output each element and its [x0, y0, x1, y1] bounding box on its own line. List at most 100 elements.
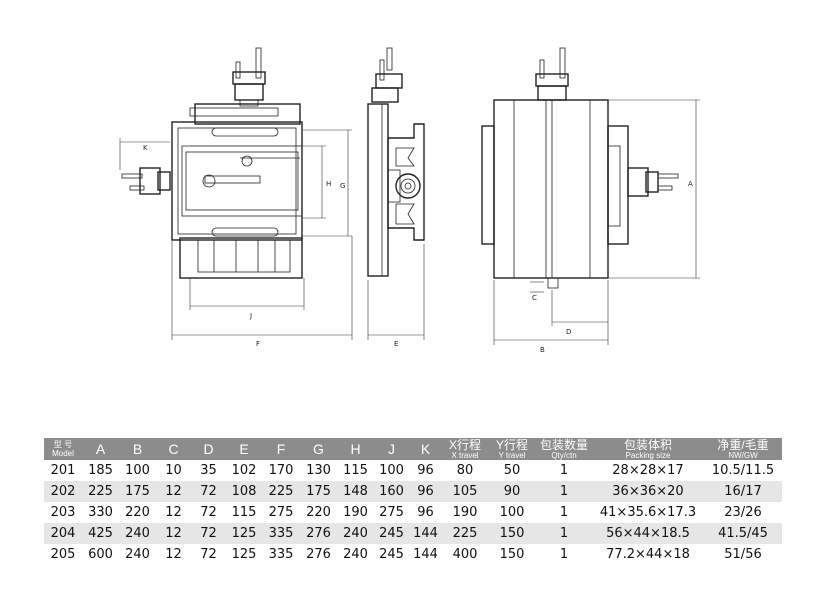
cell-j: 160 [374, 481, 409, 502]
cell-model: 204 [44, 523, 82, 544]
cell-b: 220 [125, 505, 150, 520]
cell-f: 170 [268, 463, 294, 478]
header-y-travel: Y行程 Y travel [488, 438, 536, 460]
cell-weight: 16/17 [704, 481, 782, 502]
dim-label-h: H [326, 180, 331, 188]
cell-b: 100 [125, 463, 150, 478]
cell-y-travel: 150 [499, 547, 525, 562]
cell-y-travel: 150 [488, 523, 536, 544]
cell-x-travel: 225 [442, 523, 488, 544]
header-h: H [337, 438, 374, 460]
cell-f: 275 [268, 505, 294, 520]
header-model: 型 号 Model [44, 438, 82, 460]
cell-qty: 1 [536, 523, 592, 544]
cell-model: 205 [50, 547, 76, 562]
cell-b: 240 [125, 547, 150, 562]
cell-model: 202 [44, 481, 82, 502]
header-packing-size: 包装体积 Packing size [592, 438, 704, 460]
cell-model: 203 [50, 505, 76, 520]
cell-qty: 1 [536, 481, 592, 502]
cell-b: 175 [119, 481, 156, 502]
cell-c: 12 [156, 481, 191, 502]
header-a: A [82, 438, 119, 460]
cell-h: 240 [337, 523, 374, 544]
cell-weight: 10.5/11.5 [711, 463, 775, 478]
header-c: C [156, 438, 191, 460]
cell-g: 175 [300, 481, 337, 502]
cell-weight: 23/26 [724, 505, 762, 520]
cell-d: 72 [200, 547, 217, 562]
cell-g: 220 [306, 505, 331, 520]
cell-y-travel: 90 [488, 481, 536, 502]
spec-table: 型 号 Model A B C D E F G H J K X行程 X trav… [44, 438, 782, 565]
cell-packing-size: 28×28×17 [612, 463, 684, 478]
header-k: K [409, 438, 442, 460]
cell-g: 276 [306, 547, 331, 562]
cell-d: 72 [191, 481, 226, 502]
dim-label-g: G [340, 182, 345, 190]
dim-label-d: D [566, 328, 571, 336]
dim-label-k: K [143, 144, 148, 152]
right-view: A C D B [481, 47, 700, 354]
header-e: E [226, 438, 262, 460]
header-weight: 净重/毛重 NW/GW [704, 438, 782, 460]
dim-label-c: C [532, 294, 537, 302]
cell-e: 115 [231, 505, 257, 520]
cell-a: 225 [82, 481, 119, 502]
cell-g: 276 [300, 523, 337, 544]
header-j: J [374, 438, 409, 460]
cell-k: 96 [417, 505, 434, 520]
dim-label-j: J [249, 312, 252, 320]
header-f: F [262, 438, 300, 460]
cell-b: 240 [119, 523, 156, 544]
technical-drawing: K H G J F E [119, 47, 700, 354]
cell-x-travel: 105 [442, 481, 488, 502]
cell-f: 225 [262, 481, 300, 502]
cell-e: 125 [231, 547, 257, 562]
cell-e: 125 [226, 523, 262, 544]
cell-packing-size: 41×35.6×17.3 [599, 505, 697, 520]
cell-j: 245 [379, 547, 404, 562]
cell-a: 330 [88, 505, 113, 520]
cell-y-travel: 50 [503, 463, 521, 478]
cell-e: 108 [226, 481, 262, 502]
cell-packing-size: 36×36×20 [592, 481, 704, 502]
cell-a: 185 [88, 463, 113, 478]
cell-f: 335 [268, 547, 294, 562]
cell-f: 335 [262, 523, 300, 544]
cell-k: 144 [413, 547, 438, 562]
cell-packing-size: 56×44×18.5 [592, 523, 704, 544]
side-view: E [367, 47, 425, 348]
cell-j: 100 [379, 463, 404, 478]
cell-qty: 1 [559, 463, 569, 478]
cell-c: 10 [165, 463, 182, 478]
cell-h: 240 [343, 547, 368, 562]
dim-label-e: E [394, 340, 398, 348]
cell-k: 144 [409, 523, 442, 544]
cell-c: 12 [165, 547, 182, 562]
cell-h: 148 [337, 481, 374, 502]
cell-g: 130 [306, 463, 331, 478]
cell-d: 72 [200, 505, 217, 520]
cell-h: 115 [343, 463, 368, 478]
cell-x-travel: 190 [452, 505, 478, 520]
cell-d: 35 [200, 463, 217, 478]
cell-a: 600 [88, 547, 113, 562]
cell-d: 72 [191, 523, 226, 544]
cell-a: 425 [82, 523, 119, 544]
cell-model: 201 [50, 463, 76, 478]
cell-k: 96 [409, 481, 442, 502]
table-header-row: 型 号 Model A B C D E F G H J K X行程 X trav… [44, 438, 782, 460]
cell-j: 275 [379, 505, 404, 520]
header-d: D [191, 438, 226, 460]
dim-label-f: F [256, 340, 260, 348]
cell-qty: 1 [559, 547, 569, 562]
cell-k: 96 [417, 463, 434, 478]
header-g: G [300, 438, 337, 460]
cell-c: 12 [156, 523, 191, 544]
